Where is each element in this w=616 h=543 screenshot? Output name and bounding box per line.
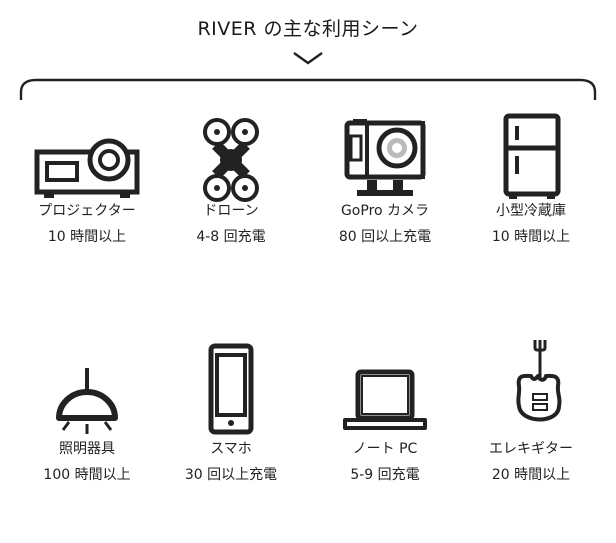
drone-icon: [203, 118, 259, 202]
item-usage: 4-8 回充電: [196, 229, 266, 245]
item-usage: 5-9 回充電: [350, 467, 420, 483]
usage-item-smartphone: スマホ 30 回以上充電: [156, 340, 306, 484]
usage-item-projector: プロジェクター 10 時間以上: [12, 112, 162, 246]
usage-item-lamp: 照明器具 100 時間以上: [12, 340, 162, 484]
item-usage: 20 時間以上: [491, 467, 571, 483]
usage-item-guitar: エレキギター 20 時間以上: [456, 340, 606, 484]
item-label: GoPro カメラ: [340, 203, 430, 219]
action-camera-icon: [344, 119, 426, 196]
section-bracket: [19, 78, 597, 100]
item-usage: 30 回以上充電: [184, 467, 278, 483]
laptop-icon: [343, 369, 427, 430]
item-label: プロジェクター: [38, 203, 136, 219]
item-label: ノート PC: [352, 441, 418, 457]
chevron-down-icon: [293, 52, 323, 65]
item-usage: 80 回以上充電: [338, 229, 432, 245]
usage-item-laptop: ノート PC 5-9 回充電: [310, 340, 460, 484]
item-label: エレキギター: [489, 441, 573, 457]
item-label: スマホ: [210, 441, 252, 457]
item-label: ドローン: [203, 203, 259, 219]
item-usage: 100 時間以上: [43, 467, 131, 483]
usage-item-drone: ドローン 4-8 回充電: [156, 112, 306, 246]
item-usage: 10 時間以上: [47, 229, 127, 245]
page-title: RIVER の主な利用シーン: [197, 18, 419, 40]
ceiling-lamp-icon: [56, 368, 118, 434]
usage-item-gopro: GoPro カメラ 80 回以上充電: [310, 112, 460, 246]
smartphone-icon: [208, 343, 254, 435]
projector-icon: [34, 138, 140, 198]
electric-guitar-icon: [516, 340, 562, 422]
usage-item-fridge: 小型冷蔵庫 10 時間以上: [456, 112, 606, 246]
refrigerator-icon: [503, 113, 561, 199]
item-usage: 10 時間以上: [491, 229, 571, 245]
item-label: 照明器具: [59, 441, 115, 457]
item-label: 小型冷蔵庫: [496, 203, 566, 219]
